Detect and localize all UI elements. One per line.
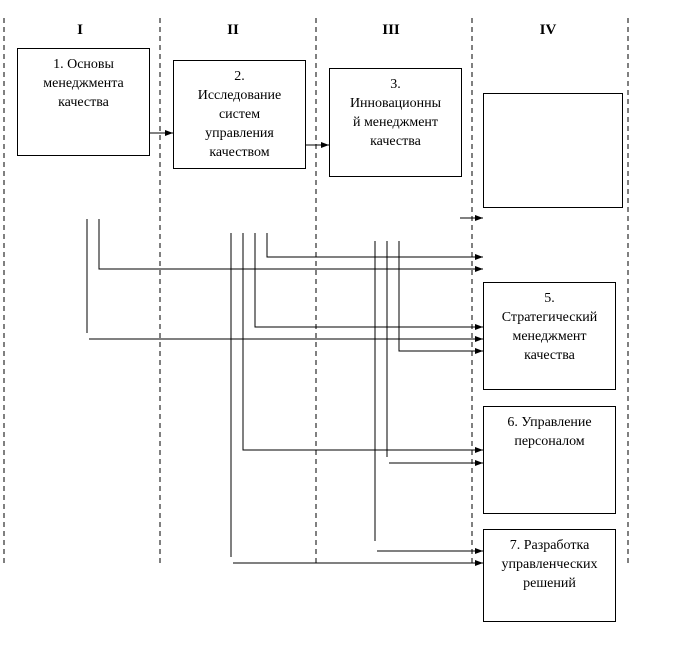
column-header-2: II	[227, 22, 239, 38]
box-1-label: 1. Основы менеджмента качества	[43, 57, 124, 110]
box-quality-management-basics: 1. Основы менеджмента качества	[17, 48, 150, 156]
box-3-label: 3. Инновационны й менеджмент качества	[349, 77, 442, 149]
box-quality-systems-research: 2. Исследование систем управления качест…	[173, 60, 306, 169]
box-management-decisions: 7. Разработка управленческих решений	[483, 529, 616, 622]
box-7-label: 7. Разработка управленческих решений	[501, 538, 598, 591]
connector-b2-c	[242, 233, 483, 453]
column-header-1: I	[77, 22, 83, 38]
box-strategic-quality-management: 5. Стратегический менеджмент качества	[483, 282, 616, 390]
connector-b2-b	[254, 233, 483, 330]
box-6-label: 6. Управление персоналом	[507, 415, 592, 449]
box-personnel-management: 6. Управление персоналом	[483, 406, 616, 514]
connector-b1-a	[98, 219, 483, 272]
box-empty	[483, 93, 623, 208]
connector-b3-a	[398, 241, 483, 354]
column-header-3: III	[382, 22, 400, 38]
box-2-label: 2. Исследование систем управления качест…	[197, 69, 282, 160]
box-5-label: 5. Стратегический менеджмент качества	[501, 291, 598, 363]
column-header-4: IV	[539, 22, 557, 38]
connector-b2-a	[266, 233, 483, 260]
box-innovative-quality-management: 3. Инновационны й менеджмент качества	[329, 68, 462, 177]
